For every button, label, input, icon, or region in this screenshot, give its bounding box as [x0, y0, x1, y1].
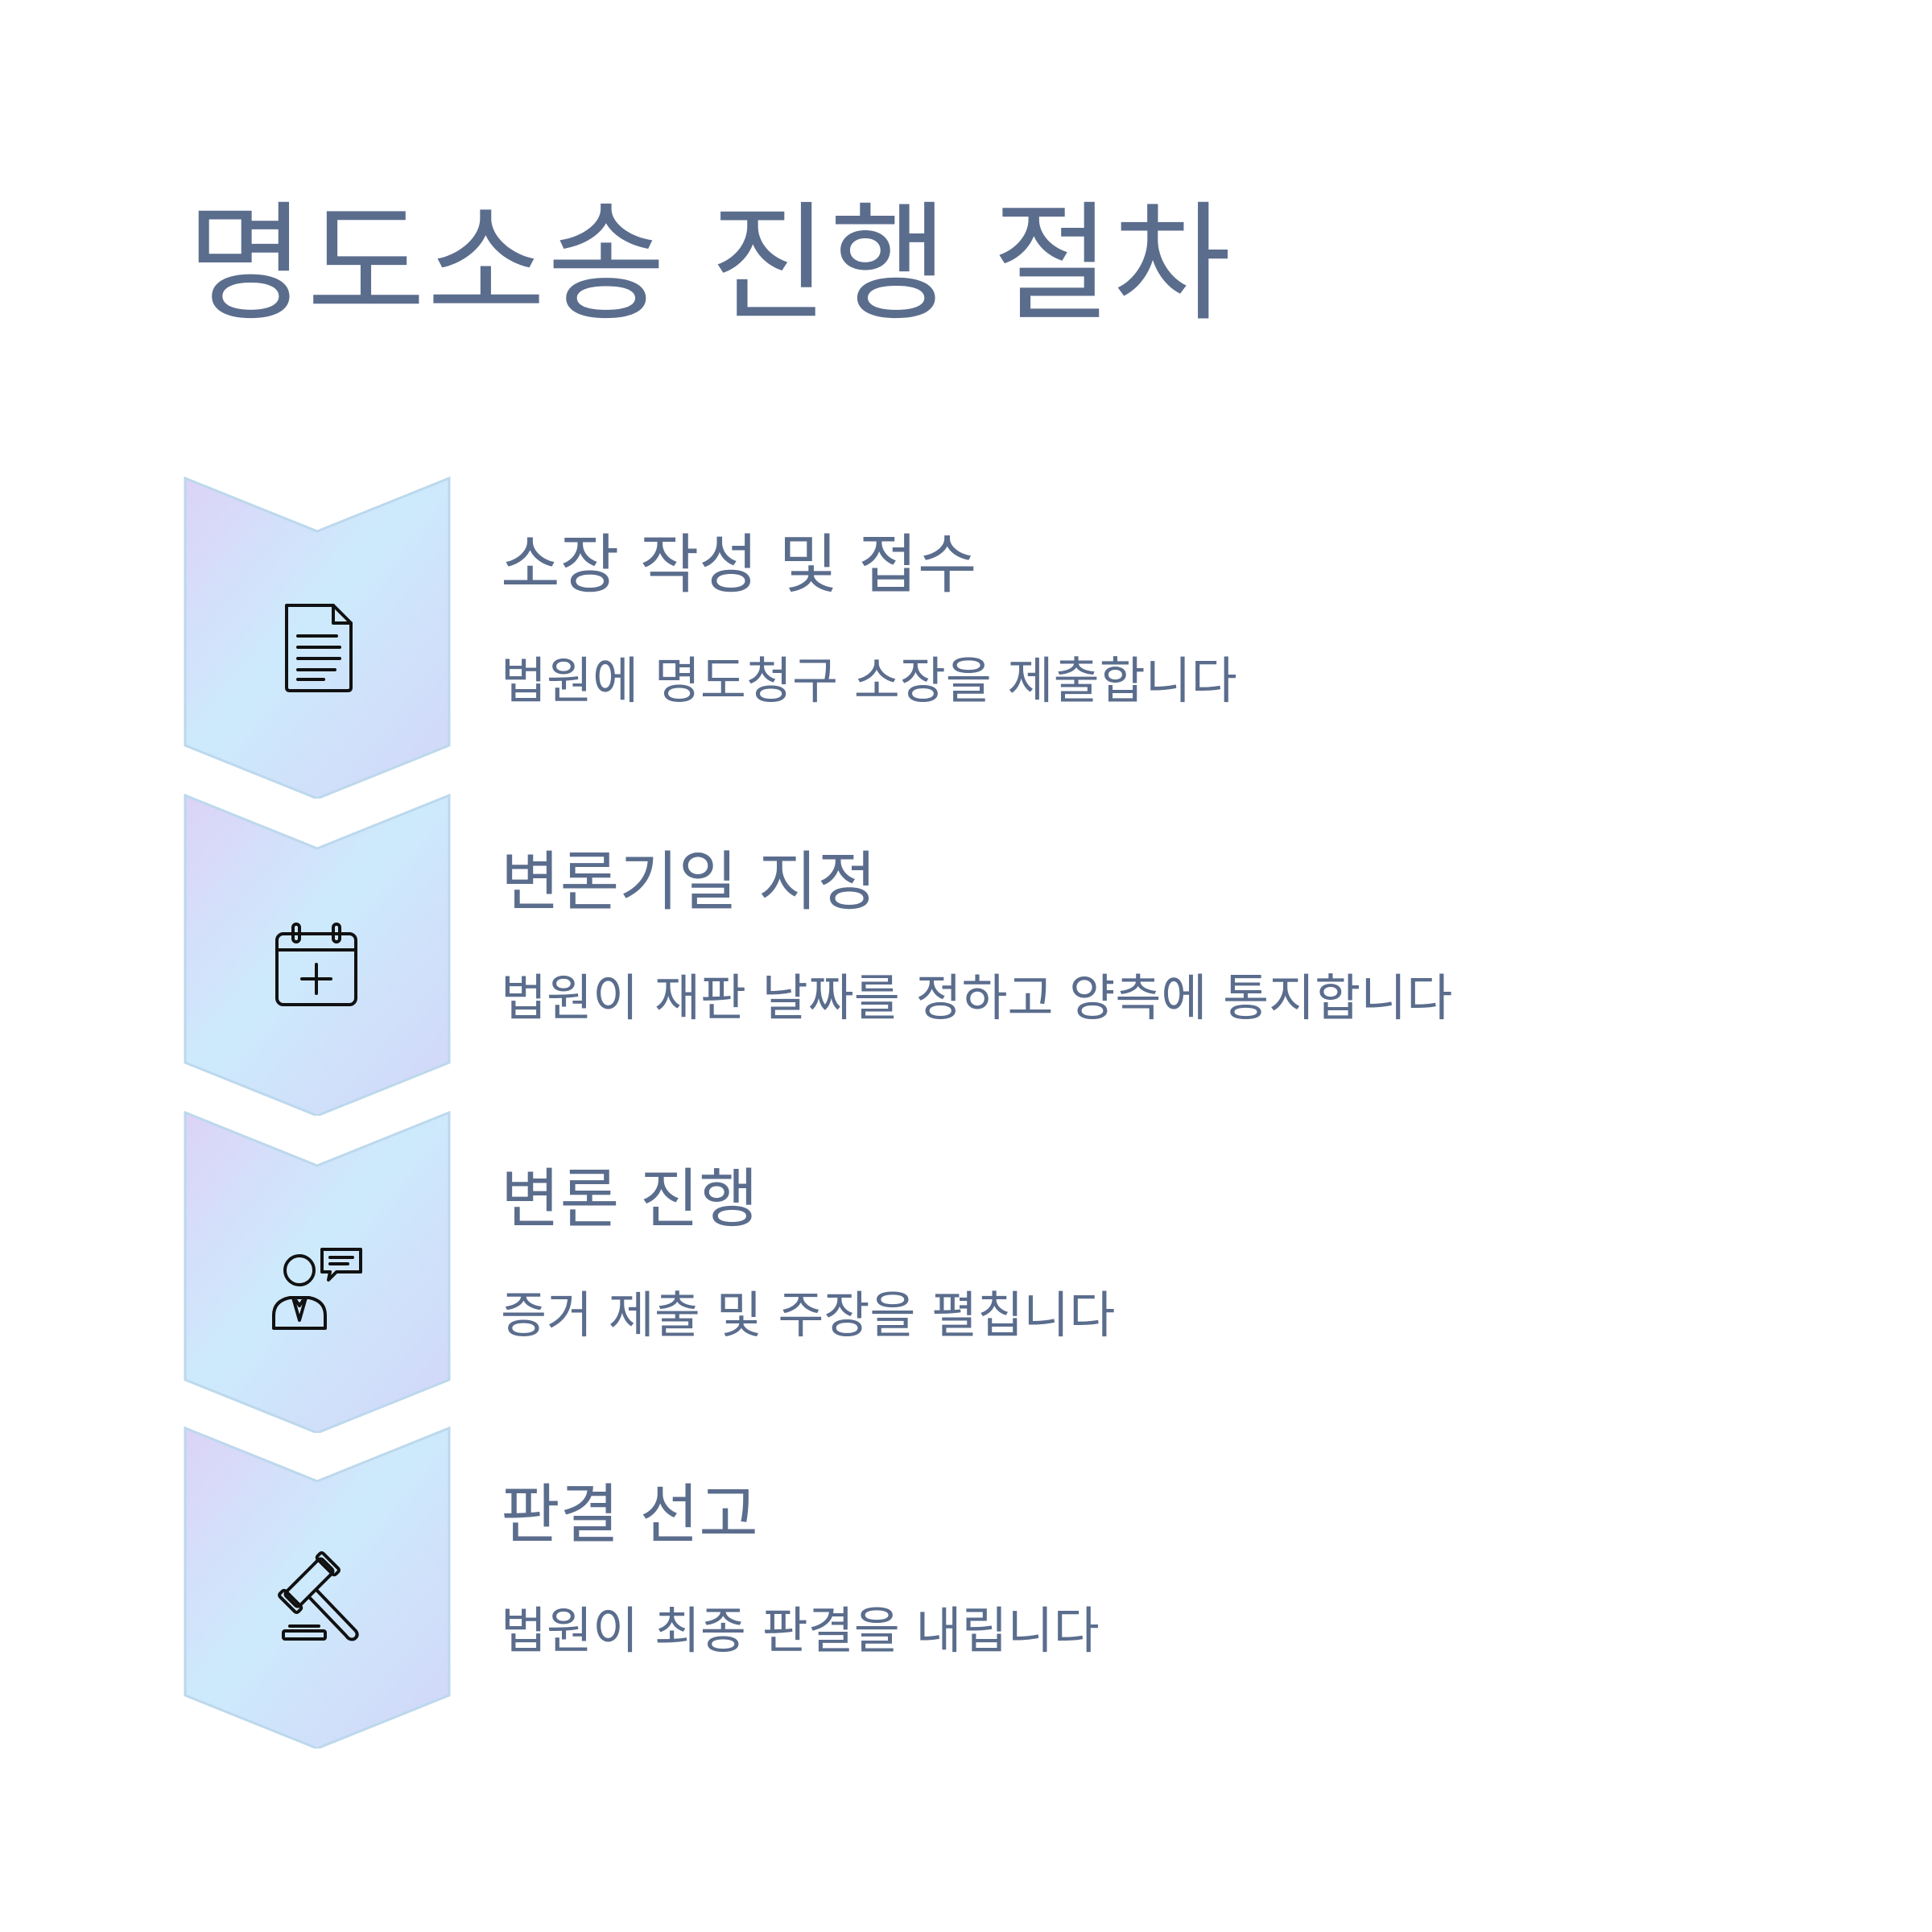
step-heading: 변론 진행	[501, 1162, 758, 1236]
chevron-shape	[184, 1111, 451, 1433]
page-title: 명도소송 진행 절차	[187, 188, 1233, 339]
chevron-shape	[184, 794, 451, 1116]
step-description: 법원이 재판 날짜를 정하고 양측에 통지합니다	[501, 968, 1453, 1027]
chevron-shape	[184, 477, 451, 799]
step-description: 법원에 명도청구 소장을 제출합니다	[501, 651, 1237, 710]
step-heading: 소장 작성 및 접수	[501, 527, 977, 602]
step-heading: 변론기일 지정	[501, 844, 877, 919]
step-4: 판결 선고 법원이 최종 판결을 내립니다	[184, 1426, 1713, 1748]
step-description: 법원이 최종 판결을 내립니다	[501, 1601, 1100, 1660]
step-3: 변론 진행 증거 제출 및 주장을 펼칩니다	[184, 1111, 1713, 1433]
step-2: 변론기일 지정 법원이 재판 날짜를 정하고 양측에 통지합니다	[184, 794, 1713, 1116]
gavel-icon	[266, 1547, 369, 1650]
step-description: 증거 제출 및 주장을 펼칩니다	[501, 1286, 1116, 1344]
document-icon	[266, 597, 369, 700]
calendar-add-icon	[266, 914, 369, 1018]
speaker-person-icon	[266, 1232, 369, 1335]
step-1: 소장 작성 및 접수 법원에 명도청구 소장을 제출합니다	[184, 477, 1713, 799]
step-heading: 판결 선고	[501, 1477, 758, 1552]
